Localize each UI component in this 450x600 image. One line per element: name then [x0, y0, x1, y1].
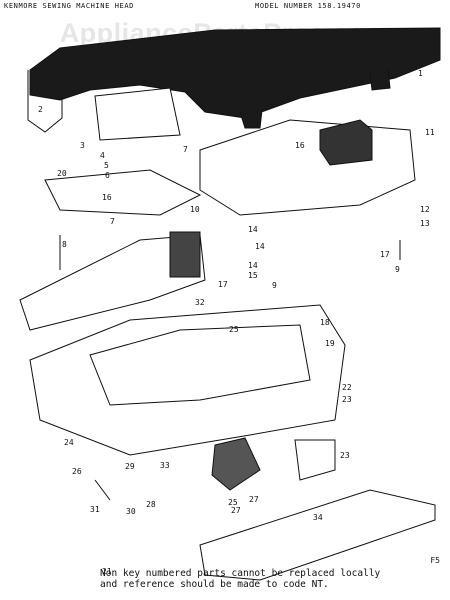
- part-callout: 25: [229, 325, 239, 334]
- part-callout: 4: [100, 151, 105, 160]
- part-callout: 10: [190, 205, 200, 214]
- part-callout: 23: [340, 451, 350, 460]
- part-callout: 15: [248, 271, 258, 280]
- part-callout: 17: [380, 250, 390, 259]
- part-callout: 8: [62, 240, 67, 249]
- diagram-title: KENMORE SEWING MACHINE HEAD: [4, 2, 134, 10]
- part-callout: 6: [105, 171, 110, 180]
- part-callout: 31: [90, 505, 100, 514]
- part-callout: 14: [248, 261, 258, 270]
- part-callout: 7: [110, 217, 115, 226]
- part-callout: 7: [183, 145, 188, 154]
- part-callout: 13: [420, 219, 430, 228]
- arm-recess: [94, 87, 181, 141]
- part-callout: 9: [395, 265, 400, 274]
- part-callout: 27: [249, 495, 259, 504]
- part-callout: 16: [295, 141, 305, 150]
- part-callout: 26: [72, 467, 82, 476]
- model-number: MODEL NUMBER 158.19470: [255, 2, 361, 10]
- part-callout: 24: [64, 438, 74, 447]
- base-pan: [29, 304, 346, 456]
- part-callout: 20: [57, 169, 67, 178]
- part-callout: 32: [195, 298, 205, 307]
- part-callout: 1: [418, 69, 423, 78]
- part-callout: 2: [38, 105, 43, 114]
- part-callout: 14: [255, 242, 265, 251]
- part-callout: 14: [248, 225, 258, 234]
- part-callout: 17: [218, 280, 228, 289]
- base-inner: [89, 324, 311, 406]
- part-callout: 22: [342, 383, 352, 392]
- part-callout: 9: [272, 281, 277, 290]
- part-callout: 25: [228, 498, 238, 507]
- part-callout: 5: [104, 161, 109, 170]
- hook-assembly: [211, 437, 261, 491]
- part-callout: 28: [146, 500, 156, 509]
- part-callout: 11: [425, 128, 435, 137]
- motor-block: [319, 119, 373, 166]
- part-callout: 16: [102, 193, 112, 202]
- rear-housing: [199, 119, 416, 216]
- part-callout: 3: [80, 141, 85, 150]
- screw: [94, 479, 111, 501]
- part-callout: 29: [125, 462, 135, 471]
- part-callout: 21: [102, 567, 112, 576]
- part-callout: 30: [126, 507, 136, 516]
- pulley-block: [169, 231, 201, 278]
- footer-note: Non key numbered parts cannot be replace…: [100, 568, 381, 590]
- arm-pillars: [239, 69, 391, 129]
- part-callout: 19: [325, 339, 335, 348]
- part-callout: 33: [160, 461, 170, 470]
- part-callout: 27: [231, 506, 241, 515]
- bed-plate: [199, 489, 436, 581]
- pulley-arm: [19, 234, 206, 331]
- part-callout: 34: [313, 513, 323, 522]
- part-callout: 23: [342, 395, 352, 404]
- part-callout: 12: [420, 205, 430, 214]
- part-callout: 18: [320, 318, 330, 327]
- front-bracket: [44, 169, 202, 216]
- cam-cover: [294, 439, 336, 481]
- page-mark: F5: [430, 556, 440, 565]
- arm-left-end: [27, 70, 63, 133]
